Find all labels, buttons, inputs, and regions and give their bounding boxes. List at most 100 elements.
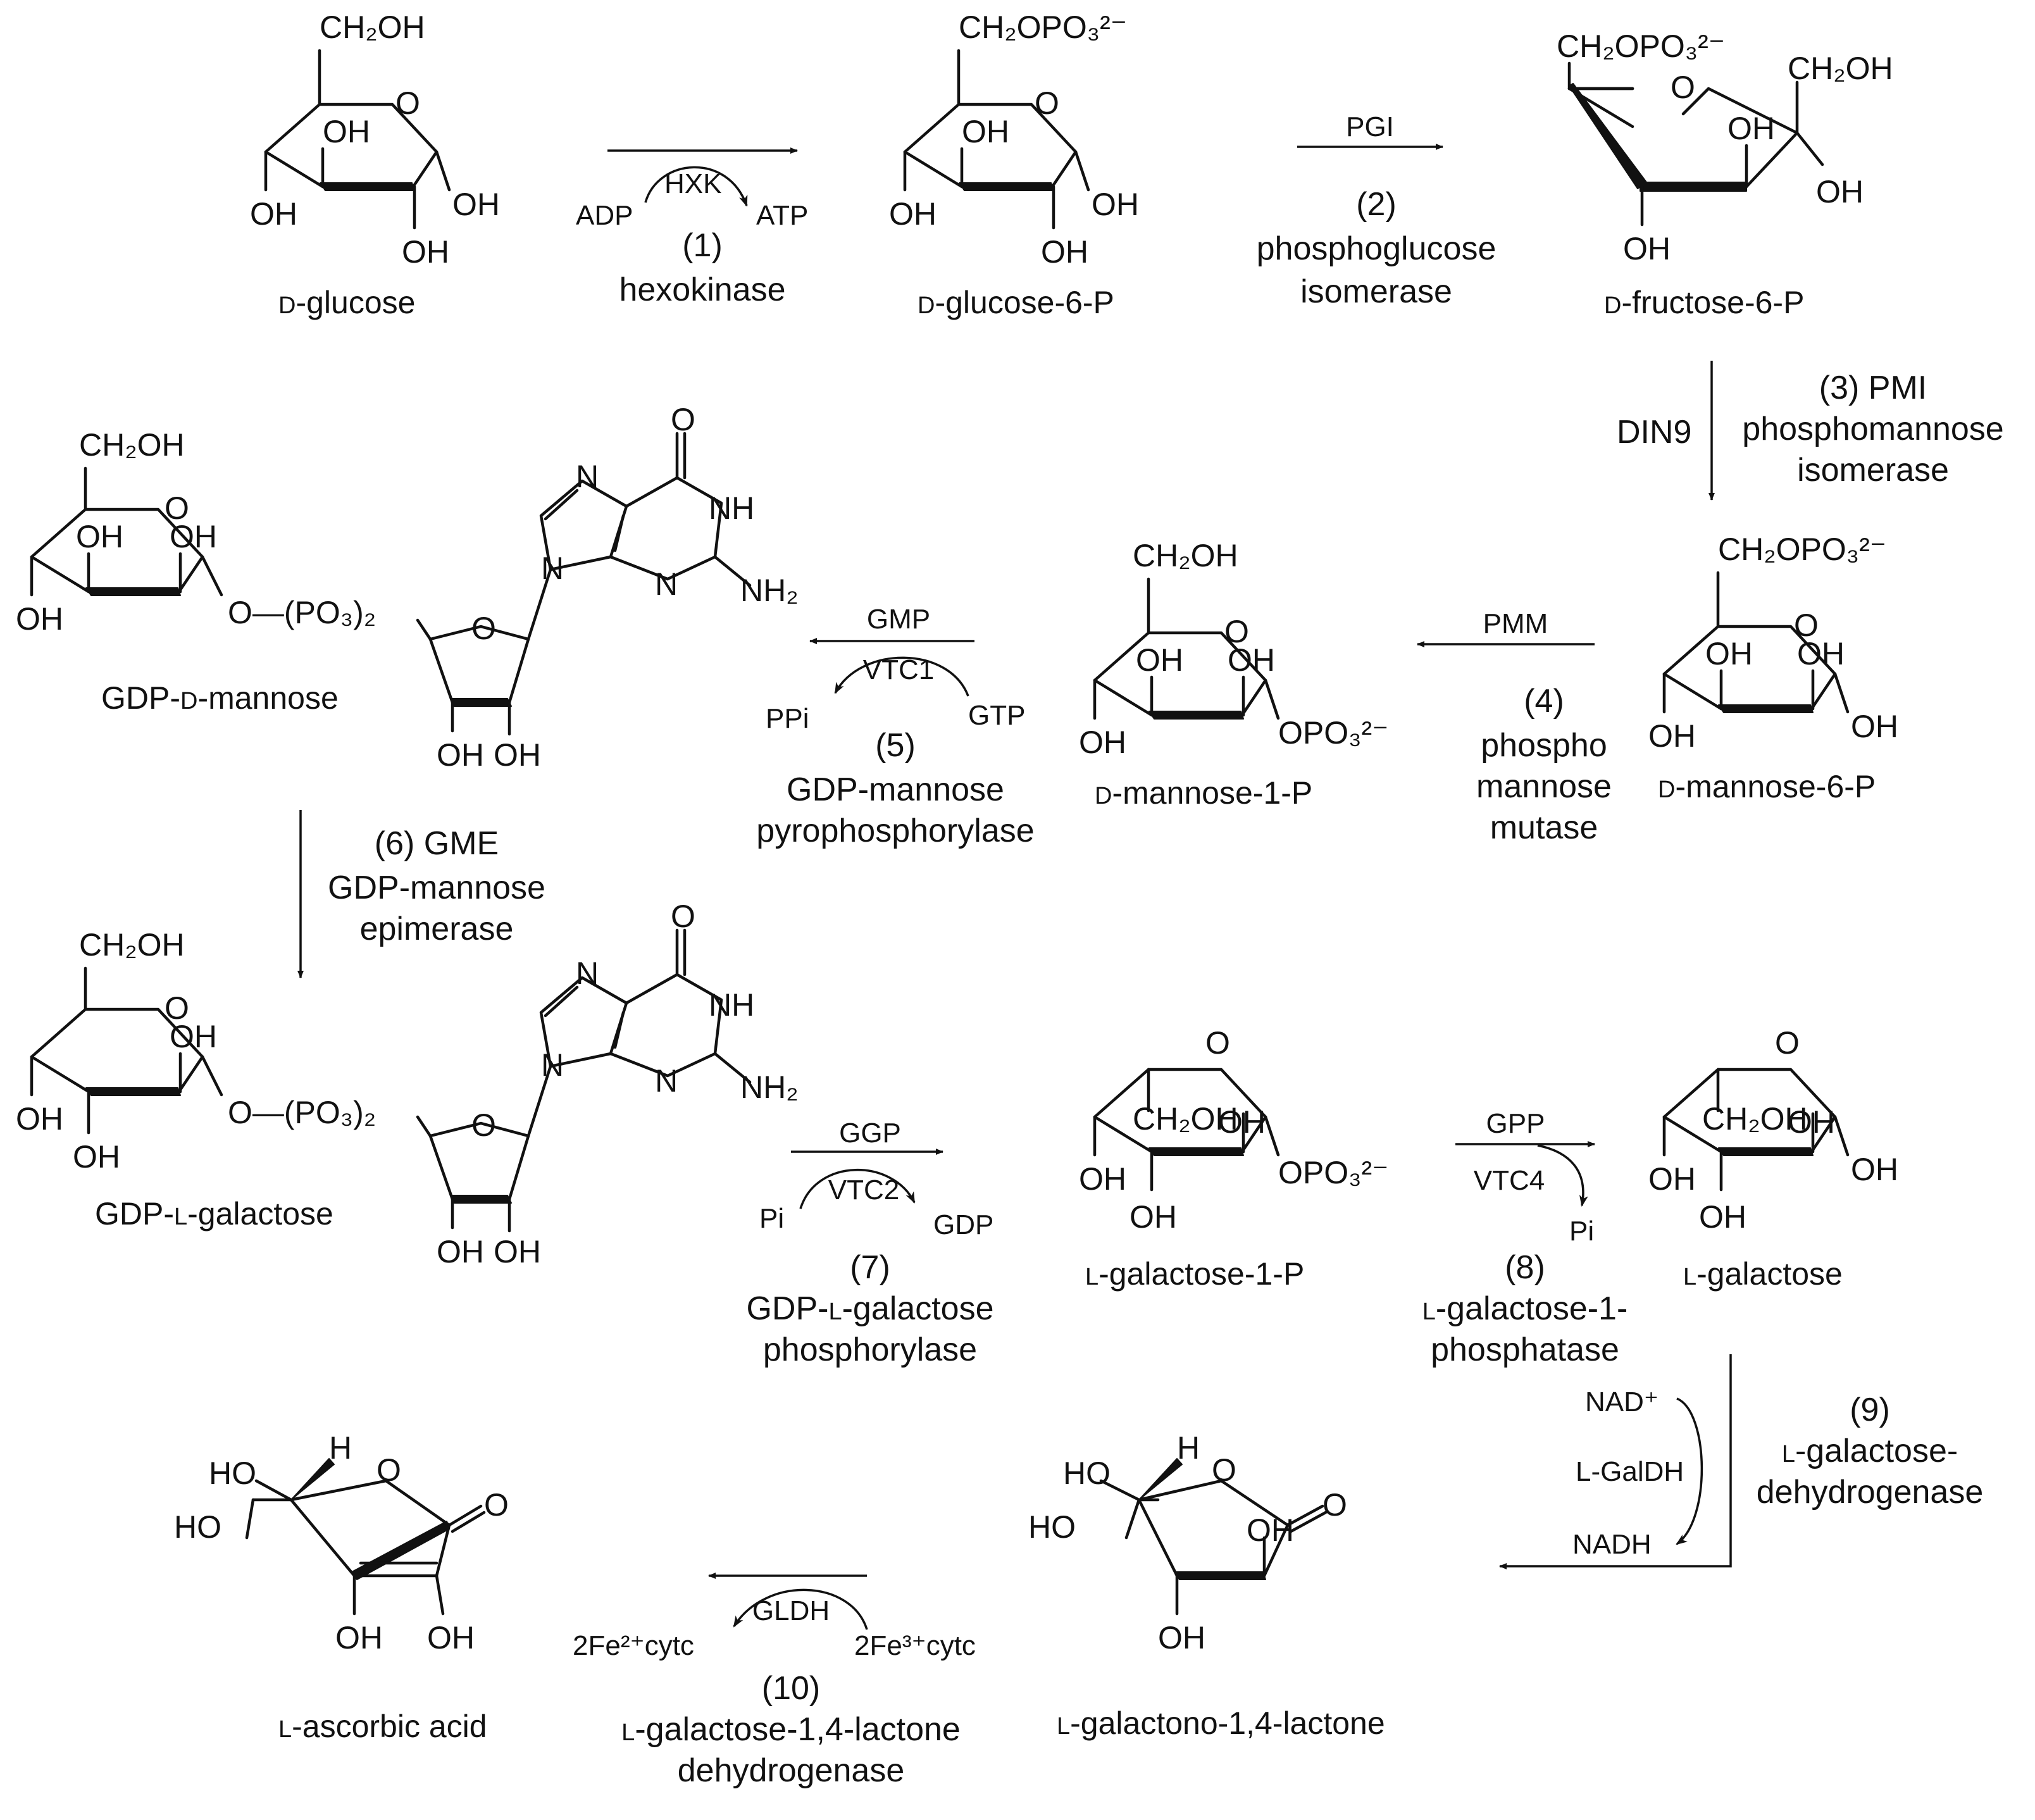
gene-label-din9: DIN9 — [1617, 414, 1691, 451]
cofactor-curve-7 — [799, 1168, 916, 1209]
cofactor-curve-1 — [644, 166, 748, 207]
oh-label: OH — [1130, 1199, 1177, 1235]
oh-label: OH — [1797, 636, 1845, 671]
gene-label-gldh: GLDH — [752, 1595, 830, 1626]
ring-oxygen: O — [1212, 1452, 1236, 1488]
gene-label-lgaldh: L-GalDH — [1576, 1456, 1684, 1487]
compound-label-l-galactono-1-4-lactone: L-galactono-1,4-lactone — [1057, 1705, 1385, 1741]
enzyme-name-8a: L-galactose-1- — [1422, 1290, 1628, 1327]
cofactor-fe2: 2Fe²⁺cytc — [573, 1630, 694, 1661]
molecule-l-ascorbic-acid: HO HO H O O OH OH — [174, 1430, 509, 1655]
enzyme-name-3a: phosphomannose — [1742, 411, 2003, 447]
molecule-gdp-d-mannose: CH₂OH O OH OH OH O—(PO₃)₂ O OH OH — [16, 402, 799, 773]
molecule-d-mannose-6-p: CH₂OPO₃²⁻ O OH OH OH OH — [1648, 532, 1898, 754]
n-label: N — [576, 956, 599, 991]
nh2-label: NH₂ — [740, 1069, 799, 1105]
oh-label: OH — [1079, 725, 1126, 760]
ring-oxygen: O — [377, 1452, 401, 1488]
enzyme-name-4a: phospho — [1481, 727, 1607, 764]
ring-oxygen: O — [395, 85, 420, 121]
compound-label-gdp-l-galactose: GDP-L-galactose — [95, 1196, 333, 1231]
n-label: N — [541, 1047, 564, 1083]
gene-label-vtc4: VTC4 — [1474, 1165, 1545, 1196]
ch2oh-label: CH₂OH — [79, 427, 185, 463]
ch2oh-label: CH₂OH — [79, 927, 185, 963]
ch2opo3-label: CH₂OPO₃²⁻ — [959, 9, 1127, 45]
oh-label: OH — [1851, 1152, 1898, 1187]
ring-oxygen: O — [1224, 614, 1249, 649]
step-number-8: (8) — [1505, 1249, 1545, 1286]
ring-oxygen: O — [1775, 1025, 1800, 1061]
nh-label: NH — [709, 490, 754, 526]
oh-label: OH — [437, 1234, 484, 1269]
oh-label: OH — [170, 1019, 217, 1054]
oh-label: OH — [962, 114, 1009, 149]
n-label: N — [541, 551, 564, 586]
ring-oxygen: O — [471, 611, 496, 646]
compound-label-l-galactose-1-p: L-galactose-1-P — [1085, 1256, 1304, 1292]
ring-oxygen: O — [1794, 608, 1819, 643]
ch2oh-label: CH₂OH — [1788, 51, 1893, 86]
oh-label: OH — [1851, 709, 1898, 744]
cofactor-fe3: 2Fe³⁺cytc — [854, 1630, 976, 1661]
enzyme-name-1: hexokinase — [619, 271, 785, 308]
enzyme-name-9b: dehydrogenase — [1757, 1474, 1984, 1511]
compound-label-d-mannose-6-p: D-mannose-6-P — [1658, 769, 1876, 804]
oh-label: OH — [494, 1234, 541, 1269]
ho-label: HO — [209, 1455, 256, 1491]
cofactor-atp: ATP — [756, 200, 808, 231]
opo3-label: OPO₃²⁻ — [1278, 715, 1389, 751]
ho-label: HO — [174, 1509, 221, 1545]
oh-label: OH — [76, 519, 123, 554]
step-number-2: (2) — [1356, 186, 1397, 223]
ch2oh-label: CH₂OH — [1133, 538, 1238, 573]
oh-label: OH — [1092, 187, 1139, 222]
oh-label: OH — [1816, 174, 1864, 209]
oh-label: OH — [1218, 1104, 1266, 1140]
enzyme-name-10a: L-galactose-1,4-lactone — [621, 1711, 961, 1748]
n-label: N — [655, 1063, 678, 1099]
ring-oxygen: O — [1035, 85, 1059, 121]
compound-label-d-glucose-6-p: D-glucose-6-P — [918, 285, 1114, 320]
oh-label: OH — [1041, 234, 1088, 270]
reaction-arrow-9 — [1499, 1354, 1732, 1569]
gene-label-gmp: GMP — [867, 604, 930, 635]
compound-label-l-galactose: L-galactose — [1683, 1256, 1843, 1292]
ho-label: HO — [1028, 1509, 1076, 1545]
step-number-3: (3) PMI — [1819, 370, 1927, 406]
nh-label: NH — [709, 987, 754, 1023]
h-label: H — [1177, 1430, 1200, 1466]
carbonyl-oxygen: O — [671, 402, 695, 437]
cofactor-curve-10 — [733, 1588, 868, 1630]
oh-label: OH — [323, 114, 370, 149]
n-label: N — [576, 459, 599, 494]
molecule-d-fructose-6-p: CH₂OPO₃²⁻ O CH₂OH OH OH OH — [1557, 28, 1893, 266]
opo3-label: OPO₃²⁻ — [1278, 1155, 1389, 1190]
cofactor-nad: NAD⁺ — [1585, 1387, 1658, 1418]
cofactor-gtp: GTP — [968, 700, 1025, 731]
gene-label-vtc2: VTC2 — [828, 1175, 899, 1206]
oh-label: OH — [437, 737, 484, 773]
enzyme-name-10b: dehydrogenase — [678, 1752, 905, 1789]
compound-label-gdp-d-mannose: GDP-D-mannose — [101, 680, 339, 716]
oh-label: OH — [16, 601, 63, 637]
h-label: H — [329, 1430, 352, 1466]
gene-label-vtc1: VTC1 — [863, 654, 934, 685]
molecule-d-glucose: CH₂OH O OH OH OH OH — [250, 9, 500, 270]
compound-label-d-mannose-1-p: D-mannose-1-P — [1095, 775, 1312, 811]
enzyme-name-5a: GDP-mannose — [787, 771, 1004, 808]
gene-label-pmm: PMM — [1483, 608, 1548, 639]
molecule-d-mannose-1-p: CH₂OH O OH OH OH OPO₃²⁻ — [1079, 538, 1389, 760]
oh-label: OH — [1648, 1161, 1696, 1197]
oh-label: OH — [1228, 642, 1275, 678]
ch2oh-label: CH₂OH — [320, 9, 425, 45]
oh-label: OH — [73, 1139, 120, 1175]
oh-label: OH — [250, 196, 297, 232]
step-number-4: (4) — [1524, 683, 1564, 720]
oh-label: OH — [1648, 718, 1696, 754]
enzyme-name-3b: isomerase — [1797, 452, 1949, 489]
ring-oxygen: O — [165, 990, 189, 1026]
ring-oxygen: O — [1205, 1025, 1230, 1061]
molecule-gdp-l-galactose: CH₂OH O OH OH OH O—(PO₃)₂ O OH OH — [16, 899, 799, 1269]
cofactor-gdp: GDP — [933, 1209, 993, 1240]
